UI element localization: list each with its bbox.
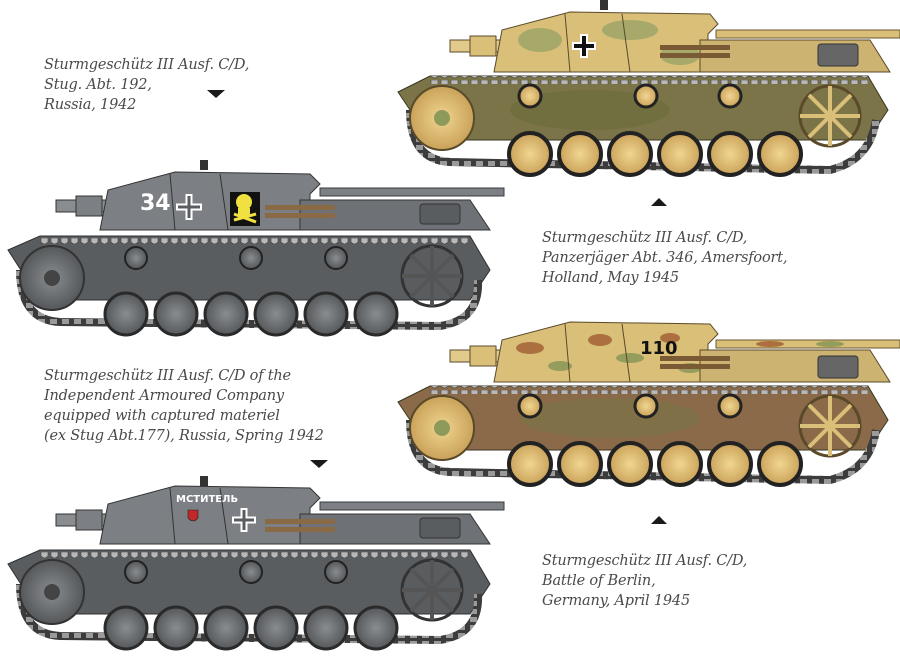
caption-line: Sturmgeschütz III Ausf. C/D of the — [44, 368, 291, 384]
balkenkreuz-icon — [572, 34, 596, 58]
tank-profile-grey-34: 34 — [0, 150, 510, 340]
caption-line: Sturmgeschütz III Ausf. C/D, — [542, 230, 748, 246]
caption-line: Sturmgeschütz III Ausf. C/D, — [542, 553, 748, 569]
vehicle-slogan: МСТИТЕЛЬ — [176, 494, 238, 505]
arrow-up-icon — [651, 198, 667, 206]
arrow-down-icon — [207, 90, 225, 98]
caption-camo-amersfoort: Sturmgeschütz III Ausf. C/D, Panzerjäger… — [542, 228, 787, 288]
caption-line: Sturmgeschütz III Ausf. C/D, — [44, 57, 250, 73]
tank-profile-camo-amersfoort — [390, 0, 900, 200]
caption-line: Panzerjäger Abt. 346, Amersfoort, — [542, 250, 788, 266]
vehicle-number: 110 — [640, 338, 678, 359]
caption-line: (ex Stug Abt.177), Russia, Spring 1942 — [44, 428, 324, 444]
caption-line: Russia, 1942 — [44, 97, 137, 113]
caption-grey-34: Sturmgeschütz III Ausf. C/D, Stug. Abt. … — [44, 55, 249, 115]
caption-line: Independent Armoured Company — [44, 388, 284, 404]
tank-profile-grey-mstitel: МСТИТЕЛЬ — [0, 472, 510, 656]
balkenkreuz-icon — [232, 508, 256, 532]
caption-grey-mstitel: Sturmgeschütz III Ausf. C/D of the Indep… — [44, 366, 324, 446]
caption-line: Holland, May 1945 — [542, 270, 679, 286]
balkenkreuz-icon — [176, 194, 202, 220]
arrow-up-icon — [651, 516, 667, 524]
red-shield-emblem-icon — [187, 509, 199, 522]
caption-line: Stug. Abt. 192, — [44, 77, 152, 93]
caption-line: Battle of Berlin, — [542, 573, 656, 589]
caption-camo-berlin: Sturmgeschütz III Ausf. C/D, Battle of B… — [542, 551, 747, 611]
vehicle-number: 34 — [140, 191, 171, 216]
skull-emblem-icon — [230, 192, 260, 226]
caption-line: Germany, April 1945 — [542, 593, 690, 609]
tank-profile-camo-berlin: 110 — [390, 318, 900, 498]
caption-line: equipped with captured materiel — [44, 408, 280, 424]
arrow-down-icon — [310, 460, 328, 468]
